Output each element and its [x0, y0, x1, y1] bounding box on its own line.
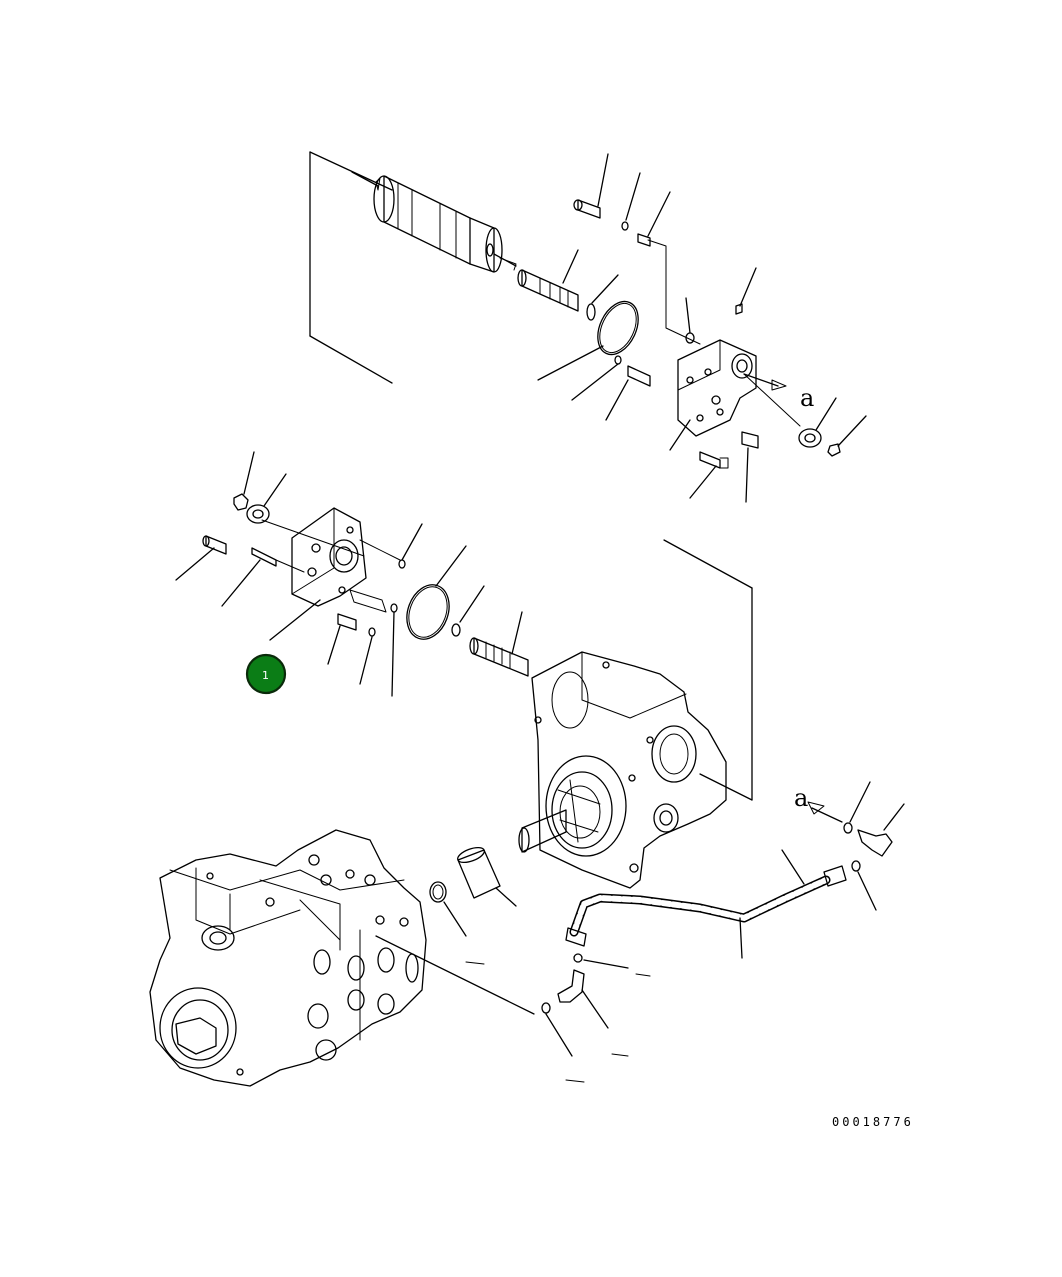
mid-spool [469, 611, 529, 677]
main-housing-bracket [663, 539, 753, 801]
fitting-part-top [637, 191, 701, 345]
bolt-part-top [689, 431, 759, 503]
mid-left-nut [233, 451, 365, 557]
mid-left-small-parts [327, 523, 423, 697]
reference-letter-a-right: a [794, 784, 808, 812]
washer-nut-top [743, 373, 867, 457]
hydraulic-hose [565, 849, 847, 959]
part-callout-badge[interactable]: 1 [245, 653, 287, 695]
o-ring-large-top [537, 274, 639, 381]
hose-fittings-right [807, 781, 905, 911]
callout-number: 1 [262, 669, 269, 682]
spool-part [517, 249, 579, 312]
small-seal-top [571, 355, 651, 421]
top-group-bracket [309, 151, 393, 384]
mid-left-bolts [175, 535, 305, 607]
mid-left-valve-body [269, 507, 367, 641]
solenoid-valve-part [351, 171, 517, 273]
sleeve-part [429, 846, 517, 937]
valve-body-top [669, 267, 787, 451]
o-ring-large-mid [406, 545, 485, 640]
main-pump-housing [518, 651, 727, 889]
o-ring-small-top [621, 172, 641, 231]
plug-part [573, 153, 609, 219]
drawing-number: 00018776 [832, 1115, 914, 1129]
reference-letter-a-top: a [800, 384, 814, 412]
lower-pump-assembly [149, 829, 535, 1087]
lower-fittings [465, 953, 651, 1083]
